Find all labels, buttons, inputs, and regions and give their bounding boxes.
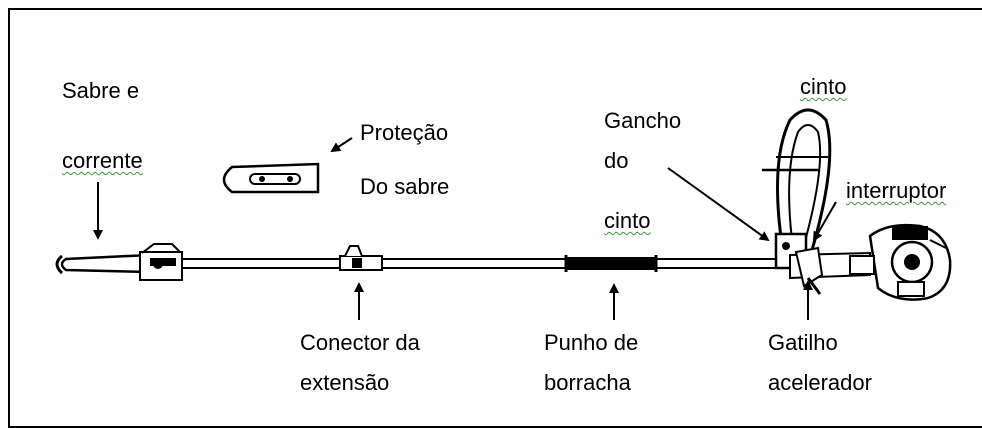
label-borracha: borracha [544, 370, 631, 395]
arrow-belt-hook [667, 167, 770, 242]
label-interruptor: interruptor [846, 178, 947, 203]
arrow-switch [812, 201, 837, 242]
arrow-bar-guard [330, 137, 353, 153]
label-do: do [604, 148, 629, 173]
saw-bar-and-chain [55, 243, 183, 281]
label-acelerador: acelerador [768, 370, 872, 395]
extension-connector [339, 245, 383, 271]
bar-guard [222, 162, 320, 194]
belt-hook-strap [762, 108, 832, 270]
label-punho-de: Punho de [544, 330, 639, 355]
rubber-grip [564, 255, 658, 272]
label-extensao: extensão [300, 370, 390, 395]
label-cinto-strap: cinto [800, 74, 847, 99]
label-gancho: Gancho [604, 108, 682, 133]
pole-saw-drawing [55, 108, 952, 320]
label-do-sabre: Do sabre [360, 174, 450, 199]
engine [849, 223, 952, 301]
label-conector-da: Conector da [300, 330, 420, 355]
pole-shaft [177, 258, 779, 269]
pole-saw-diagram: Sabre e corrente Proteção Do sabre Ganch… [8, 8, 982, 428]
label-corrente: corrente [62, 148, 143, 173]
label-gatilho: Gatilho [768, 330, 838, 355]
label-cinto-hook: cinto [604, 208, 651, 233]
label-sabre-e: Sabre e [62, 78, 140, 103]
label-protecao: Proteção [360, 120, 449, 145]
